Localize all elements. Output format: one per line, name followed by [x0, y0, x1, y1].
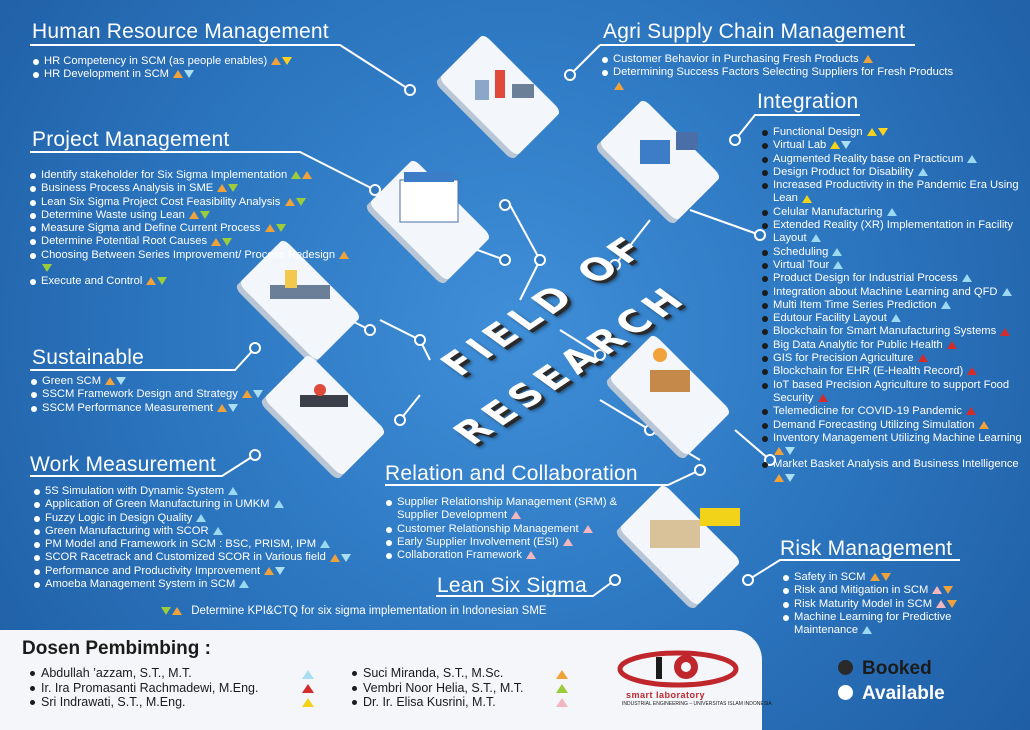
logo-subtext: INDUSTRIAL ENGINEERING – UNIVERSITAS ISL… [622, 701, 772, 707]
list-item: Abdullah ’azzam, S.T., M.T. [30, 666, 258, 681]
list-item: Lean Six Sigma Project Cost Feasibility … [30, 196, 360, 209]
list-item: Choosing Between Series Improvement/ Pro… [30, 249, 360, 276]
list-item: Integration about Machine Learning and Q… [762, 286, 1024, 299]
list-item: Measure Sigma and Define Current Process [30, 222, 360, 235]
list-item: Execute and Control [30, 275, 360, 288]
lss-title: Lean Six Sigma [437, 574, 587, 597]
pm-list: Identify stakeholder for Six Sigma Imple… [30, 169, 360, 289]
smart-laboratory-logo [617, 650, 739, 688]
list-item: Early Supplier Involvement (ESI) [386, 536, 626, 549]
list-item: Inventory Management Utilizing Machine L… [762, 432, 1024, 459]
logo-text: smart laboratory [626, 690, 706, 700]
list-item: Demand Forecasting Utilizing Simulation [762, 419, 1024, 432]
list-item: 5S Simulation with Dynamic System [34, 485, 394, 498]
list-item: Determine Waste using Lean [30, 209, 360, 222]
list-item: GIS for Precision Agriculture [762, 352, 1024, 365]
list-item: Business Process Analysis in SME [30, 182, 360, 195]
mark-triangle-icon [556, 698, 568, 707]
list-item: Multi Item Time Series Prediction [762, 299, 1024, 312]
list-item: Sri Indrawati, S.T., M.Eng. [30, 695, 258, 710]
list-item: Green Manufacturing with SCOR [34, 525, 394, 538]
list-item: HR Development in SCM [33, 68, 363, 81]
list-item: Blockchain for Smart Manufacturing Syste… [762, 325, 1024, 338]
list-item: Functional Design [762, 126, 1024, 139]
list-item: Risk Maturity Model in SCM [783, 598, 1013, 611]
mark-triangle-icon [556, 670, 568, 679]
mark-triangle-icon [302, 684, 314, 693]
list-item: Application of Green Manufacturing in UM… [34, 498, 394, 511]
list-item: Extended Reality (XR) Implementation in … [762, 219, 1024, 246]
list-item: Performance and Productivity Improvement [34, 565, 394, 578]
agri-title: Agri Supply Chain Management [603, 20, 906, 43]
list-item: Blockchain for EHR (E-Health Record) [762, 365, 1024, 378]
list-item: Customer Behavior in Purchasing Fresh Pr… [602, 53, 962, 66]
mark-triangle-icon [302, 670, 314, 679]
booked-dot-icon [838, 660, 853, 675]
relation-title: Relation and Collaboration [385, 462, 638, 485]
list-item: Customer Relationship Management [386, 523, 626, 536]
list-item: SSCM Performance Measurement [31, 402, 331, 415]
list-item: Identify stakeholder for Six Sigma Imple… [30, 169, 360, 182]
kpi-note: Determine KPI&CTQ for six sigma implemen… [160, 605, 547, 617]
list-item: Machine Learning for Predictive Maintena… [783, 611, 1013, 638]
dosen-list-left: Abdullah ’azzam, S.T., M.T. Ir. Ira Prom… [30, 666, 258, 710]
sustainable-list: Green SCM SSCM Framework Design and Stra… [31, 375, 331, 415]
work-list: 5S Simulation with Dynamic System Applic… [34, 485, 394, 591]
list-item: Risk and Mitigation in SCM [783, 584, 1013, 597]
hrm-list: HR Competency in SCM (as people enables)… [33, 55, 363, 82]
dosen-list-right: Suci Miranda, S.T., M.Sc. Vembri Noor He… [352, 666, 523, 710]
sustainable-title: Sustainable [32, 346, 144, 369]
list-item: Determine Potential Root Causes [30, 235, 360, 248]
list-item: SCOR Racetrack and Customized SCOR in Va… [34, 551, 394, 564]
list-item: Scheduling [762, 246, 1024, 259]
legend-booked: Booked [838, 658, 932, 680]
list-item: Determining Success Factors Selecting Su… [602, 66, 962, 93]
list-item: Suci Miranda, S.T., M.Sc. [352, 666, 523, 681]
list-item: Increased Productivity in the Pandemic E… [762, 179, 1024, 206]
list-item: Telemedicine for COVID-19 Pandemic [762, 405, 1024, 418]
integration-list: Functional Design Virtual Lab Augmented … [762, 126, 1024, 485]
work-title: Work Measurement [30, 453, 217, 476]
list-item: Ir. Ira Promasanti Rachmadewi, M.Eng. [30, 681, 258, 696]
list-item: Vembri Noor Helia, S.T., M.T. [352, 681, 523, 696]
hrm-title: Human Resource Management [32, 20, 329, 43]
list-item: Augmented Reality base on Practicum [762, 153, 1024, 166]
list-item: SSCM Framework Design and Strategy [31, 388, 331, 401]
mark-triangle-icon [556, 684, 568, 693]
legend-available: Available [838, 683, 945, 705]
list-item: IoT based Precision Agriculture to suppo… [762, 379, 1024, 406]
list-item: Celular Manufacturing [762, 206, 1024, 219]
list-item: Fuzzy Logic in Design Quality [34, 512, 394, 525]
list-item: Product Design for Industrial Process [762, 272, 1024, 285]
relation-list: Supplier Relationship Management (SRM) &… [386, 496, 626, 562]
list-item: Safety in SCM [783, 571, 1013, 584]
list-item: Edutour Facility Layout [762, 312, 1024, 325]
list-item: Big Data Analytic for Public Health [762, 339, 1024, 352]
list-item: Amoeba Management System in SCM [34, 578, 394, 591]
pm-title: Project Management [32, 128, 230, 151]
list-item: PM Model and Framework in SCM : BSC, PRI… [34, 538, 394, 551]
list-item: Dr. Ir. Elisa Kusrini, M.T. [352, 695, 523, 710]
footer-title: Dosen Pembimbing : [22, 638, 211, 659]
list-item: Collaboration Framework [386, 549, 626, 562]
list-item: Virtual Tour [762, 259, 1024, 272]
list-item: Supplier Relationship Management (SRM) &… [386, 496, 626, 523]
available-dot-icon [838, 685, 853, 700]
list-item: Green SCM [31, 375, 331, 388]
integration-title: Integration [757, 90, 859, 113]
risk-title: Risk Management [780, 537, 953, 560]
list-item: Virtual Lab [762, 139, 1024, 152]
list-item: Design Product for Disability [762, 166, 1024, 179]
agri-list: Customer Behavior in Purchasing Fresh Pr… [602, 53, 962, 93]
list-item: Market Basket Analysis and Business Inte… [762, 458, 1024, 485]
mark-triangle-icon [302, 698, 314, 707]
risk-list: Safety in SCM Risk and Mitigation in SCM… [783, 571, 1013, 637]
list-item: HR Competency in SCM (as people enables) [33, 55, 363, 68]
